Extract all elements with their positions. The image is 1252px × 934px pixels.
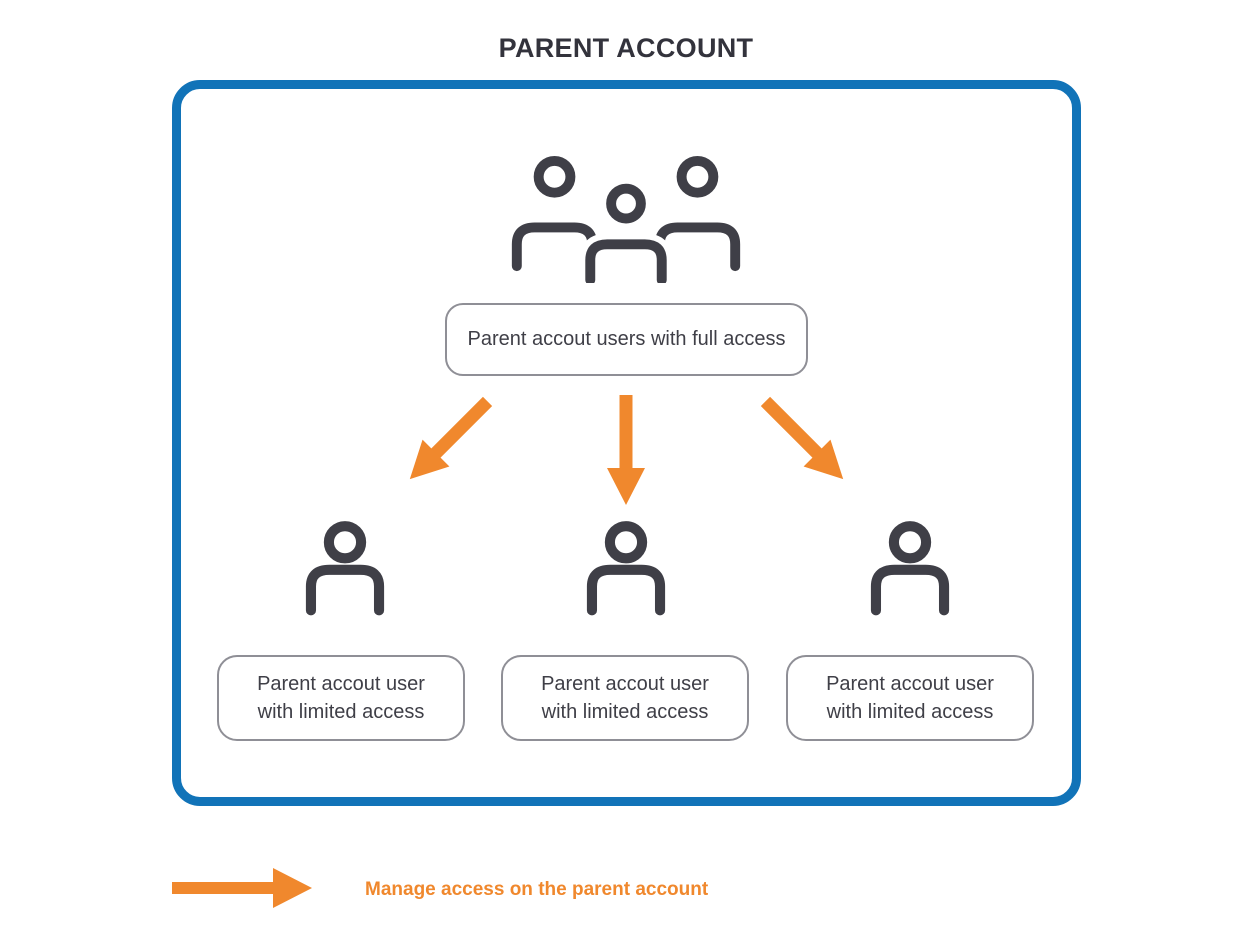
- limited-access-label-line2: with limited access: [826, 701, 994, 723]
- arrow-down-left-icon: [394, 387, 501, 494]
- limited-access-label-line1: Parent accout user: [541, 673, 709, 695]
- arrow-svg: [409, 396, 493, 480]
- user-icon-svg: [305, 521, 385, 616]
- users-group-icon-svg: [511, 155, 741, 283]
- arrow-right-icon: [172, 866, 312, 910]
- arrow-svg: [760, 396, 844, 480]
- limited-access-label-line2: with limited access: [541, 701, 709, 723]
- limited-access-label: Parent accout user with limited access: [501, 655, 749, 741]
- diagram-title: PARENT ACCOUNT: [498, 33, 754, 63]
- user-icon: [864, 515, 956, 621]
- users-group-icon: [487, 149, 765, 283]
- limited-access-label-line1: Parent accout user: [257, 673, 425, 695]
- arrow-down-icon: [606, 395, 646, 507]
- user-icon-svg: [870, 521, 950, 616]
- arrow-svg: [607, 395, 645, 505]
- user-icon-svg: [586, 521, 666, 616]
- legend-label: Manage access on the parent account: [365, 879, 709, 900]
- user-icon: [299, 515, 391, 621]
- limited-access-label: Parent accout user with limited access: [217, 655, 465, 741]
- limited-access-label-line2: with limited access: [257, 701, 425, 723]
- user-icon: [580, 515, 672, 621]
- full-access-label: Parent accout users with full access: [445, 303, 808, 376]
- limited-access-label: Parent accout user with limited access: [786, 655, 1034, 741]
- limited-access-label-line1: Parent accout user: [826, 673, 994, 695]
- legend-arrow-svg: [172, 868, 312, 908]
- arrow-down-right-icon: [751, 387, 858, 494]
